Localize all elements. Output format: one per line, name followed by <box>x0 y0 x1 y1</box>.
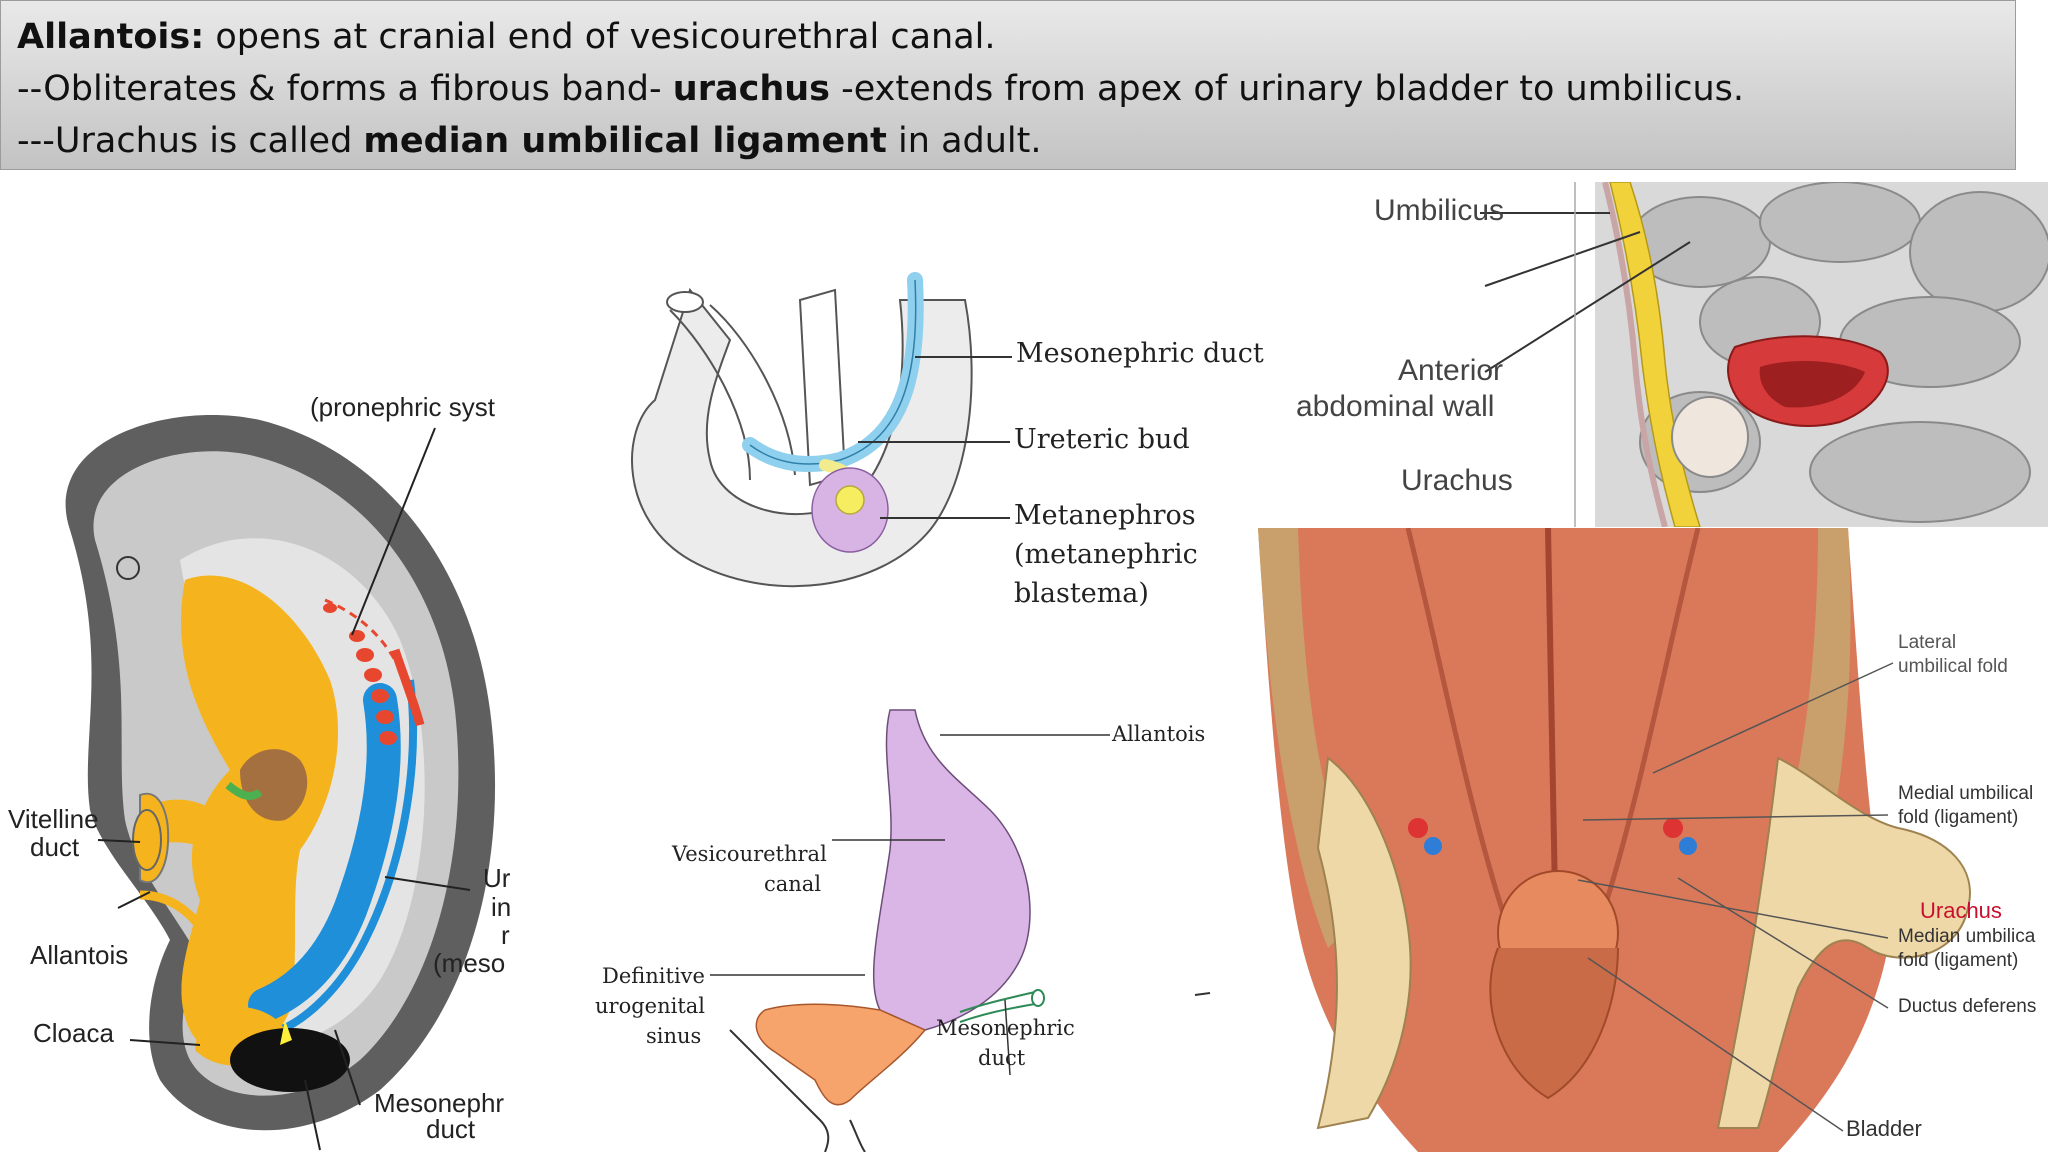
urachus-term: urachus <box>672 69 830 109</box>
umbilicus-label: Umbilicus <box>1374 194 1505 227</box>
urachus-red-label: Urachus <box>1920 898 2002 923</box>
mesonephric-duct-shape <box>742 272 924 473</box>
header-line-1-text: opens at cranial end of vesicourethral c… <box>204 17 996 57</box>
metanephros-label-2: (metanephric <box>1014 539 1198 570</box>
sagittal-leaders <box>1480 182 1691 527</box>
abdominal-wall-background <box>1258 528 1888 1152</box>
allantois-stalk <box>139 890 220 962</box>
ur-label-1: Ur <box>483 863 511 893</box>
lateral-fold-label-1: Lateral <box>1898 632 1957 653</box>
bladder-sagittal <box>1727 335 1889 427</box>
mesonephric-canal-label-1: Mesonephric <box>936 1016 1075 1040</box>
metanephros-diagram: Mesonephric duct Ureteric bud Metanephro… <box>600 260 1270 630</box>
median-fold-label-2: fold (ligament) <box>1898 950 2019 971</box>
embryo-diagram: (pronephric syst Vitelline duct Allantoi… <box>0 380 520 1152</box>
allantois-and-canal-shape <box>872 709 1031 1031</box>
bladder-leaders <box>1577 662 1894 1132</box>
leader-lines <box>97 427 471 1151</box>
metanephros-label-3: blastema) <box>1014 578 1149 609</box>
definitive-urogenital-sinus-shape <box>755 1003 927 1106</box>
ur-label-3: r <box>501 920 510 950</box>
bladder-label: Bladder <box>1846 1116 1922 1141</box>
definitive-label-2: urogenital <box>595 994 705 1018</box>
pubic-bone <box>1671 396 1749 478</box>
canal-leaders <box>710 734 1110 1076</box>
median-fold-label-1: Median umbilica <box>1898 926 2036 947</box>
metanephros-label-1: Metanephros <box>1014 500 1196 531</box>
ur-label-2: in <box>491 892 512 922</box>
umbilical-vessels <box>1408 818 1697 855</box>
header-line-1: Allantois: opens at cranial end of vesic… <box>17 11 1999 63</box>
ductus-deferens-label: Ductus deferens <box>1898 996 2037 1017</box>
metanephros-leaders <box>858 356 1012 519</box>
header-line-2: --Obliterates & forms a fibrous band- ur… <box>17 63 1999 115</box>
header-line-3-post: in adult. <box>886 121 1042 161</box>
lateral-fold-label-2: umbilical fold <box>1898 656 2008 677</box>
vitelline-duct <box>132 792 170 884</box>
ur-label-4: (meso <box>433 948 506 978</box>
mesonephr-label-2: duct <box>426 1114 476 1144</box>
mesonephric-canal-label-2: duct <box>978 1046 1026 1070</box>
header-line-2-post: -extends from apex of urinary bladder to… <box>830 69 1744 109</box>
header-line-3-pre: ---Urachus is called <box>17 121 364 161</box>
median-umbilical-ligament-term: median umbilical ligament <box>363 121 887 161</box>
medial-fold-label-1: Medial umbilical <box>1898 783 2034 804</box>
cloaca <box>195 1006 350 1092</box>
definitive-label-1: Definitive <box>602 964 705 988</box>
bladder-shape <box>1489 870 1619 1100</box>
cloaca-label: Cloaca <box>33 1018 114 1048</box>
bladder-wall-diagram: Lateral umbilical fold Medial umbilical … <box>1258 528 2048 1152</box>
mesonephric-duct-label: Mesonephric duct <box>1016 338 1264 369</box>
header-line-3: ---Urachus is called median umbilical li… <box>17 115 1999 167</box>
header-line-2-pre: --Obliterates & forms a fibrous band- <box>17 69 673 109</box>
sagittal-section-diagram: Umbilicus Anterior abdominal wall Urachu… <box>1280 182 2048 527</box>
mesonephric-duct-stub <box>959 989 1045 1023</box>
header-banner: Allantois: opens at cranial end of vesic… <box>0 0 2016 170</box>
urachus-sagittal-label: Urachus <box>1401 464 1513 497</box>
pronephric-label: (pronephric syst <box>310 392 495 422</box>
mesonephric-system <box>248 598 425 1034</box>
vitelline-label-2: duct <box>30 832 80 862</box>
anterior-wall-label-1: Anterior <box>1398 354 1504 387</box>
vesicourethral-diagram: Allantois Vesicourethral canal Definitiv… <box>580 700 1240 1152</box>
ureteric-bud-label: Ureteric bud <box>1014 424 1190 455</box>
anterior-wall-strip <box>1602 182 1701 527</box>
vesicourethral-label-1: Vesicourethral <box>672 842 827 866</box>
allantois-label: Allantois <box>30 940 129 970</box>
definitive-label-3: sinus <box>646 1024 702 1048</box>
allantois-canal-label: Allantois <box>1112 722 1206 746</box>
medial-fold-label-2: fold (ligament) <box>1898 807 2019 828</box>
perineal-outline <box>729 992 1211 1152</box>
allantois-term: Allantois: <box>17 17 205 57</box>
vesicourethral-label-2: canal <box>764 872 822 896</box>
anterior-wall-label-2: abdominal wall <box>1296 390 1495 423</box>
mesonephr-label-1: Mesonephr <box>374 1088 505 1118</box>
pelvic-bones <box>1316 756 1971 1130</box>
metanephros-shape <box>811 467 889 553</box>
vitelline-label-1: Vitelline <box>8 804 99 834</box>
